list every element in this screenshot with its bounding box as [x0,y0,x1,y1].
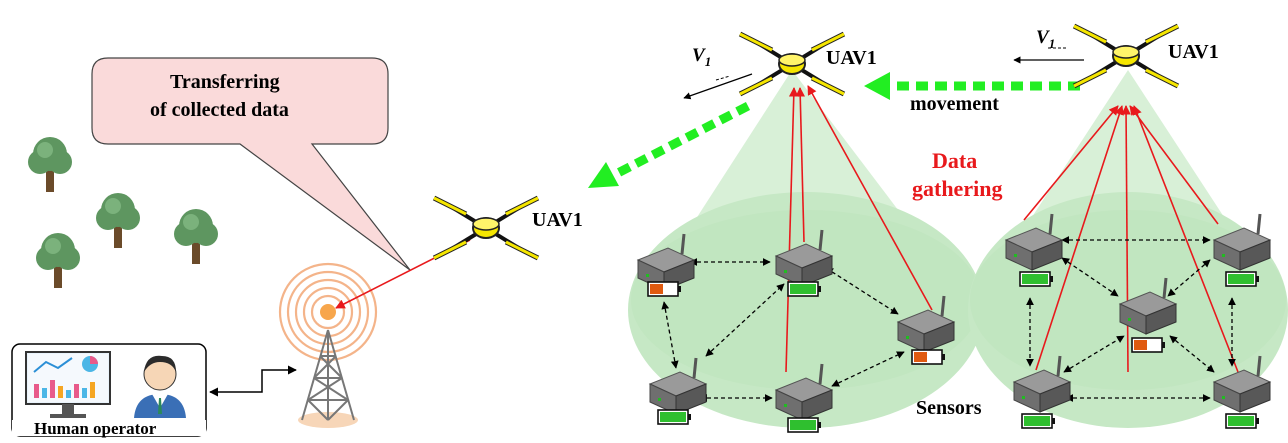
operator-label: Human operator [34,419,157,438]
cell-tower-icon [298,329,358,428]
operator-tower-link [209,365,297,397]
return-arrowhead [588,162,619,188]
battery-icon [1019,271,1053,287]
data-gathering-line2: gathering [912,176,1003,201]
tree-icon [174,209,218,264]
sensor-mesh-mid [661,258,905,402]
movement-arrowhead [864,72,890,100]
transfer-callout [91,57,411,271]
battery-icon [1131,337,1165,353]
uav-label-ground: UAV1 [532,209,583,231]
battery-icon [647,281,681,297]
battery-icon [787,417,821,433]
velocity-label-mid: V1 [692,45,712,69]
tree-icon [36,233,80,288]
uav-label-mid: UAV1 [826,47,877,69]
tree-icon [96,193,140,248]
data-gathering-line1: Data [932,148,978,173]
battery-layer [647,271,1259,433]
battery-icon [787,281,821,297]
battery-icon [911,349,945,365]
quadcopter-drone-icon [434,198,538,258]
callout-line2: of collected data [150,99,289,121]
velocity-label-right: V1 [1036,27,1056,51]
battery-icon [1021,413,1055,429]
return-arrow [609,101,751,181]
callout-line1: Transferring [170,71,280,93]
sensor-mesh-right [1026,236,1236,402]
battery-icon [1225,413,1259,429]
battery-icon [1225,271,1259,287]
operator-workstation-icon [11,343,207,437]
signal-rings [278,262,378,362]
tree-icon [28,137,72,192]
data-links-mid [785,85,933,373]
sensors-label: Sensors [916,397,982,419]
battery-icon [657,409,691,425]
uav-label-right: UAV1 [1168,41,1219,63]
movement-label: movement [910,93,999,115]
velocity-arrow-mid [683,73,753,100]
